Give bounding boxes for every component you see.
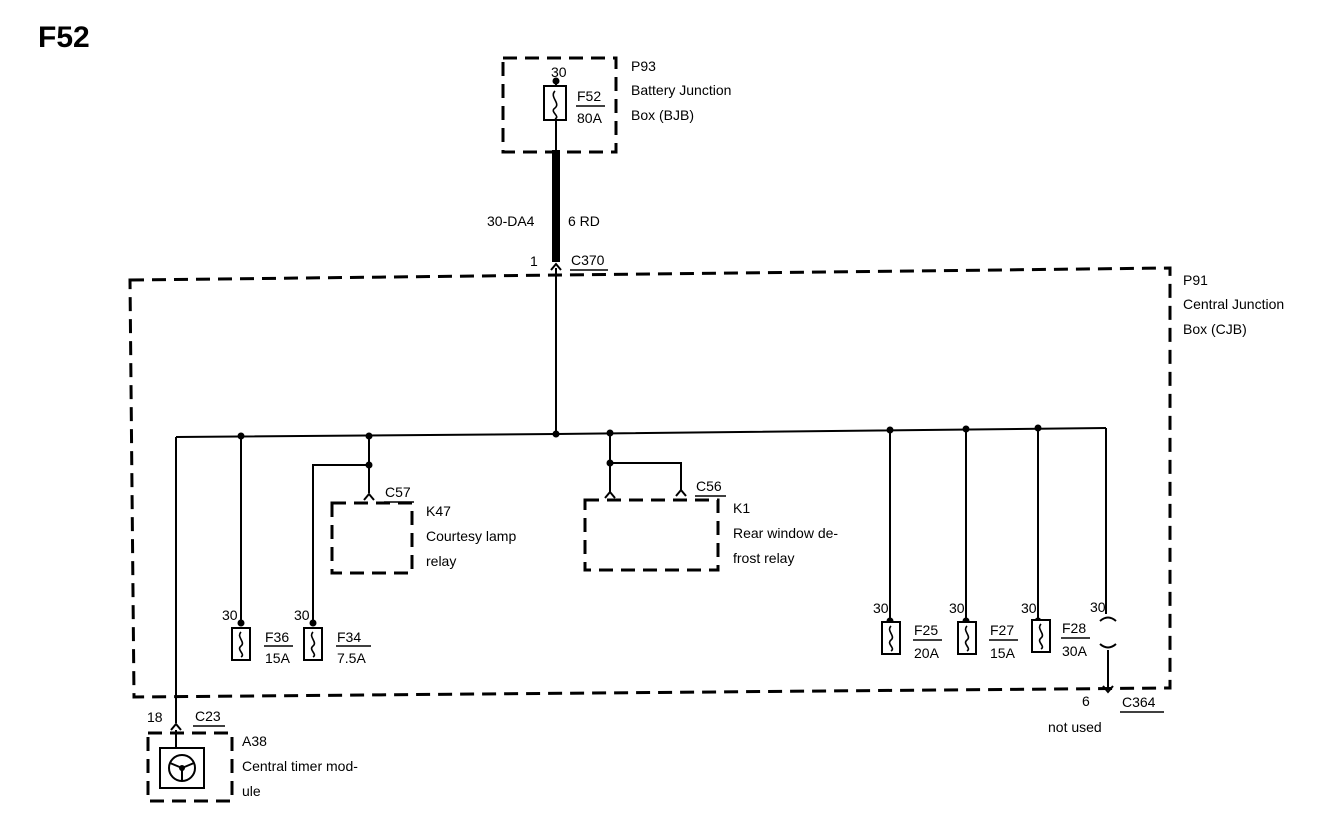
f34-fuse-symbol (303, 627, 323, 661)
central-junction-box (128, 266, 1172, 699)
a38-name-line2: ule (242, 783, 261, 799)
c370-id: C370 (571, 252, 605, 268)
c370-connector-symbol (550, 262, 562, 271)
f34-rating: 7.5A (337, 650, 366, 666)
open-pin-lower-terminal (1099, 643, 1117, 649)
f27-pin: 30 (949, 600, 965, 616)
c23-id: C23 (195, 708, 221, 724)
f36-id: F36 (265, 629, 289, 645)
f28-id: F28 (1062, 620, 1086, 636)
c23-connector-symbol (170, 722, 182, 731)
branch-wire-f34 (312, 464, 370, 622)
f25-id: F25 (914, 622, 938, 638)
main-fuse-rating: 80A (577, 110, 603, 126)
battery-junction-box (501, 56, 618, 154)
feed-wire-circuit: 30-DA4 (487, 213, 535, 229)
f36-pin: 30 (222, 607, 238, 623)
junction-k1 (606, 459, 614, 467)
f25-fuse-symbol (881, 621, 901, 655)
c57-id: C57 (385, 484, 411, 500)
f27-rating: 15A (990, 645, 1016, 661)
f27-fuse-symbol (957, 621, 977, 655)
f27-id: F27 (990, 622, 1014, 638)
k1-id: K1 (733, 500, 750, 516)
f25-rating: 20A (914, 645, 940, 661)
main-fuse-symbol (543, 85, 567, 121)
c56-id: C56 (696, 478, 722, 494)
courtesy-lamp-relay (330, 501, 414, 575)
diagram-title: F52 (38, 21, 90, 54)
bus-junction-main (552, 430, 560, 438)
f25-pin: 30 (873, 600, 889, 616)
f34-id: F34 (337, 629, 361, 645)
c57-connector-symbol (363, 492, 375, 501)
k47-name-line2: relay (426, 553, 456, 569)
cjb-name-line1: Central Junction (1183, 296, 1284, 312)
f36-rating: 15A (265, 650, 291, 666)
f28-rating: 30A (1062, 643, 1088, 659)
a38-name-line1: Central timer mod- (242, 758, 358, 774)
c23-pin: 18 (147, 709, 163, 725)
main-fuse-id: F52 (577, 88, 601, 104)
c364-connector-symbol (1102, 685, 1114, 694)
a38-id: A38 (242, 733, 267, 749)
c364-pin: 6 (1082, 693, 1090, 709)
bjb-name-line1: Battery Junction (631, 82, 731, 98)
open-pin-upper-terminal (1099, 616, 1117, 622)
bjb-id: P93 (631, 58, 656, 74)
c370-pin: 1 (530, 253, 538, 269)
cjb-name-line2: Box (CJB) (1183, 321, 1247, 337)
f34-pin: 30 (294, 607, 310, 623)
c56-connector-right-symbol (675, 488, 687, 497)
module-icon (159, 747, 205, 789)
f34-terminal (309, 619, 317, 627)
rear-window-defrost-relay (583, 498, 720, 572)
f28-pin: 30 (1021, 600, 1037, 616)
k47-id: K47 (426, 503, 451, 519)
bjb-name-line2: Box (BJB) (631, 107, 694, 123)
central-timer-module (146, 731, 234, 803)
f28-fuse-symbol (1031, 619, 1051, 653)
open-pin-label: 30 (1090, 599, 1106, 615)
f36-terminal (237, 619, 245, 627)
k47-name-line1: Courtesy lamp (426, 528, 516, 544)
cjb-id: P91 (1183, 272, 1208, 288)
c364-note: not used (1048, 719, 1102, 735)
branch-wire-k1-right (610, 462, 682, 490)
k1-name-line2: frost relay (733, 550, 794, 566)
feed-wire-gauge-color: 6 RD (568, 213, 600, 229)
main-fuse-pin: 30 (551, 64, 567, 80)
f36-fuse-symbol (231, 627, 251, 661)
c364-id: C364 (1122, 694, 1156, 710)
junction-k47-f34 (365, 461, 373, 469)
c56-connector-left-symbol (604, 490, 616, 499)
k1-name-line1: Rear window de- (733, 525, 838, 541)
